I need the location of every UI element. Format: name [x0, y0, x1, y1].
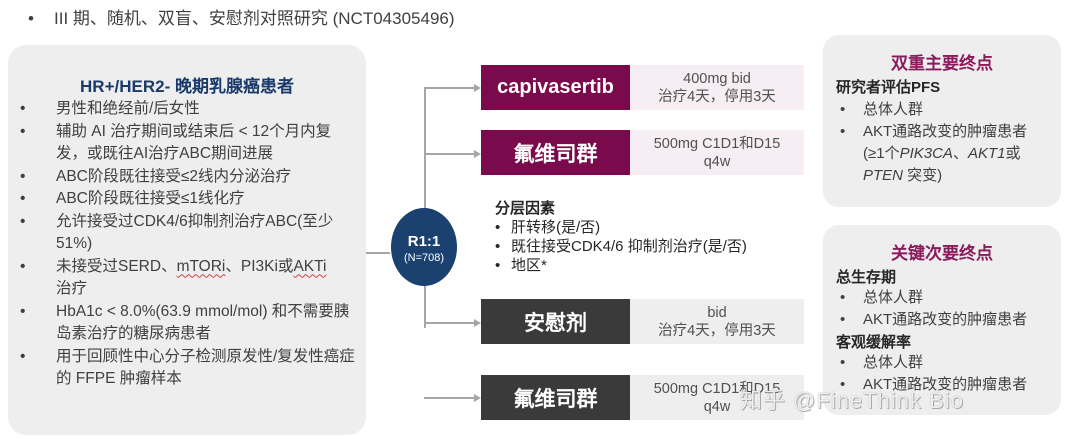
- arm-fulvestrant-control-dose: 500mg C1D1和D15 q4w: [630, 375, 804, 420]
- criterion: 未接受过SERD、mTORi、PI3Ki或AKTi 治疗: [20, 256, 358, 301]
- note-text: 或: [1005, 145, 1021, 162]
- stratification-factors: 分层因素 肝转移(是/否) 既往接受CDK4/6 抑制剂治疗(是/否) 地区*: [495, 199, 747, 275]
- endpoint-item: 总体人群: [823, 287, 1061, 309]
- dose-line: 治疗4天，停用3天: [658, 322, 776, 339]
- secondary-endpoint-subtitle: 总生存期: [836, 269, 897, 286]
- primary-endpoint-list: 总体人群 AKT通路改变的肿瘤患者 (≥1个PIK3CA、AKT1或 PTEN 突…: [823, 99, 1061, 187]
- criterion-text: 、PI3Ki或: [225, 257, 294, 275]
- dose-line: 500mg C1D1和D15: [653, 135, 781, 152]
- criterion: ABC阶段既往接受≤2线内分泌治疗: [20, 166, 358, 189]
- inclusion-criteria-list: 男性和绝经前/后女性 辅助 AI 治疗期间或结束后 < 12个月内复发，或既往A…: [20, 98, 358, 391]
- population-title: HR+/HER2- 晚期乳腺癌患者: [80, 77, 294, 96]
- dose-line: 治疗4天，停用3天: [658, 88, 776, 105]
- criterion: ABC阶段既往接受≤1线化疗: [20, 188, 358, 211]
- arm-connector: [424, 87, 478, 89]
- arm-capivasertib-label: capivasertib: [481, 65, 630, 110]
- bullet: •: [28, 9, 34, 28]
- gene-name: PIK3CA: [899, 145, 953, 162]
- stratification-item: 地区*: [495, 256, 747, 275]
- dose-line: bid: [707, 304, 727, 321]
- note-text: 突变): [903, 167, 943, 184]
- primary-endpoints-panel: 双重主要终点 研究者评估PFS 总体人群 AKT通路改变的肿瘤患者 (≥1个PI…: [823, 35, 1061, 207]
- arm-placebo-label: 安慰剂: [481, 299, 630, 344]
- sample-size: (N=708): [403, 252, 445, 264]
- arm-placebo-dose: bid 治疗4天，停用3天: [630, 299, 804, 344]
- randomization-node: R1:1 (N=708): [391, 208, 457, 286]
- stratification-item: 肝转移(是/否): [495, 218, 747, 237]
- endpoint-item: 总体人群: [823, 99, 1061, 121]
- arm-fulvestrant-control-label: 氟维司群: [481, 375, 630, 420]
- arm-connector: [424, 153, 478, 155]
- dose-line: q4w: [703, 398, 731, 415]
- endpoint-item: AKT通路改变的肿瘤患者: [823, 121, 1061, 143]
- criterion: 用于回顾性中心分子检测原发性/复发性癌症的 FFPE 肿瘤样本: [20, 346, 358, 391]
- arrow-right-icon: [474, 394, 481, 402]
- criterion-text: 治疗: [56, 280, 88, 297]
- criterion: 辅助 AI 治疗期间或结束后 < 12个月内复发，或既往AI治疗ABC期间进展: [20, 121, 358, 166]
- criterion-text: 未接受过SERD、: [56, 257, 177, 275]
- primary-endpoint-subtitle: 研究者评估PFS: [836, 79, 941, 96]
- secondary-endpoint-list: 总体人群 AKT通路改变的肿瘤患者: [823, 287, 1061, 331]
- spellcheck-word: mTORi: [176, 257, 226, 275]
- secondary-endpoints-title: 关键次要终点: [891, 244, 993, 263]
- dose-line: 500mg C1D1和D15: [653, 380, 781, 397]
- endpoint-note: (≥1个PIK3CA、AKT1或 PTEN 突变): [823, 143, 1061, 187]
- secondary-endpoints-panel: 关键次要终点 总生存期 总体人群 AKT通路改变的肿瘤患者 客观缓解率 总体人群…: [823, 225, 1061, 415]
- endpoint-item: AKT通路改变的肿瘤患者: [823, 374, 1061, 396]
- dose-line: 400mg bid: [683, 70, 751, 87]
- study-design-text: III 期、随机、双盲、安慰剂对照研究 (NCT04305496): [54, 9, 455, 28]
- population-connector: [366, 252, 390, 254]
- arrow-right-icon: [474, 84, 481, 92]
- criterion: 允许接受过CDK4/6抑制剂治疗ABC(至少51%): [20, 211, 358, 256]
- stratification-list: 肝转移(是/否) 既往接受CDK4/6 抑制剂治疗(是/否) 地区*: [495, 218, 747, 275]
- arm-connector: [424, 322, 478, 324]
- criterion: HbA1c < 8.0%(63.9 mmol/mol) 和不需要胰岛素治疗的糖尿…: [20, 301, 358, 346]
- spellcheck-word: AKTi: [293, 257, 327, 275]
- endpoint-item: AKT通路改变的肿瘤患者: [823, 309, 1061, 331]
- secondary-endpoint-subtitle: 客观缓解率: [836, 334, 912, 351]
- dose-line: q4w: [703, 153, 731, 170]
- arm-fulvestrant-label: 氟维司群: [481, 130, 630, 175]
- gene-name: PTEN: [863, 167, 904, 184]
- arm-capivasertib-dose: 400mg bid 治疗4天，停用3天: [630, 65, 804, 110]
- stratification-title: 分层因素: [495, 200, 556, 217]
- note-text: (≥1个: [863, 145, 900, 162]
- primary-endpoints-title: 双重主要终点: [891, 54, 993, 73]
- randomization-ratio: R1:1: [407, 233, 441, 250]
- endpoint-item: 总体人群: [823, 352, 1061, 374]
- arm-connector: [424, 397, 478, 399]
- population-panel: HR+/HER2- 晚期乳腺癌患者 男性和绝经前/后女性 辅助 AI 治疗期间或…: [8, 45, 366, 435]
- secondary-endpoint-list: 总体人群 AKT通路改变的肿瘤患者: [823, 352, 1061, 396]
- watermark: 知乎 @FineThink Bio: [740, 388, 964, 413]
- note-text: 、: [952, 145, 968, 162]
- arrow-right-icon: [474, 150, 481, 158]
- criterion: 男性和绝经前/后女性: [20, 98, 358, 121]
- stratification-item: 既往接受CDK4/6 抑制剂治疗(是/否): [495, 237, 747, 256]
- gene-name: AKT1: [967, 145, 1006, 162]
- arrow-right-icon: [474, 319, 481, 327]
- arm-fulvestrant-dose: 500mg C1D1和D15 q4w: [630, 130, 804, 175]
- study-design-header: • III 期、随机、双盲、安慰剂对照研究 (NCT04305496): [28, 4, 455, 29]
